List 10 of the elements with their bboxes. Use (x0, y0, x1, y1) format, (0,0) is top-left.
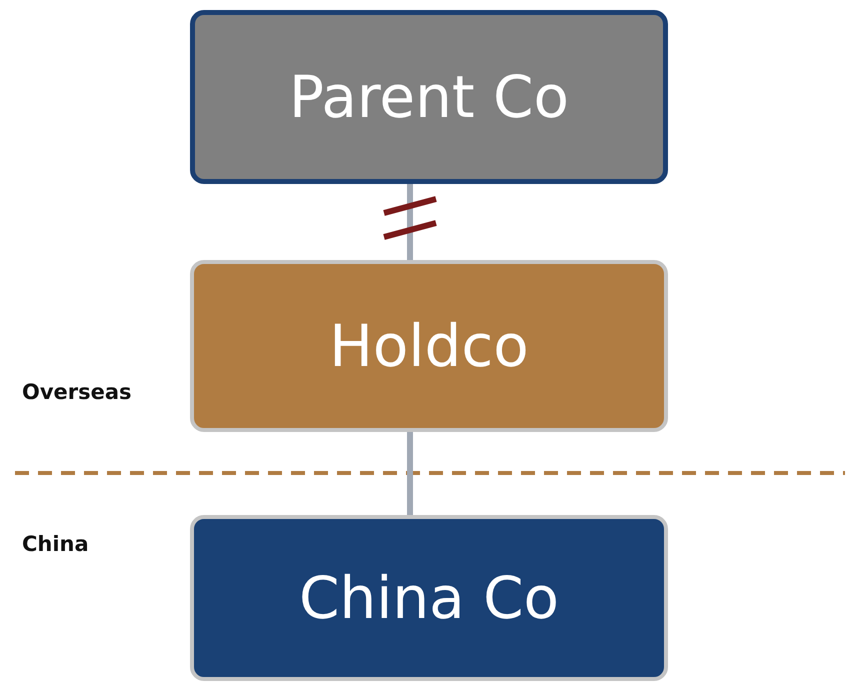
entity-box (190, 515, 668, 681)
entity-box (190, 260, 668, 432)
entity-box (190, 10, 668, 184)
connector-line (407, 184, 413, 260)
region-label: China (22, 532, 89, 556)
region-label: Overseas (22, 380, 132, 404)
entity-name: Parent Co (288, 63, 570, 131)
entity-name: Holdco (329, 312, 529, 380)
entity-name: China Co (298, 564, 560, 632)
connector-line (407, 432, 413, 515)
